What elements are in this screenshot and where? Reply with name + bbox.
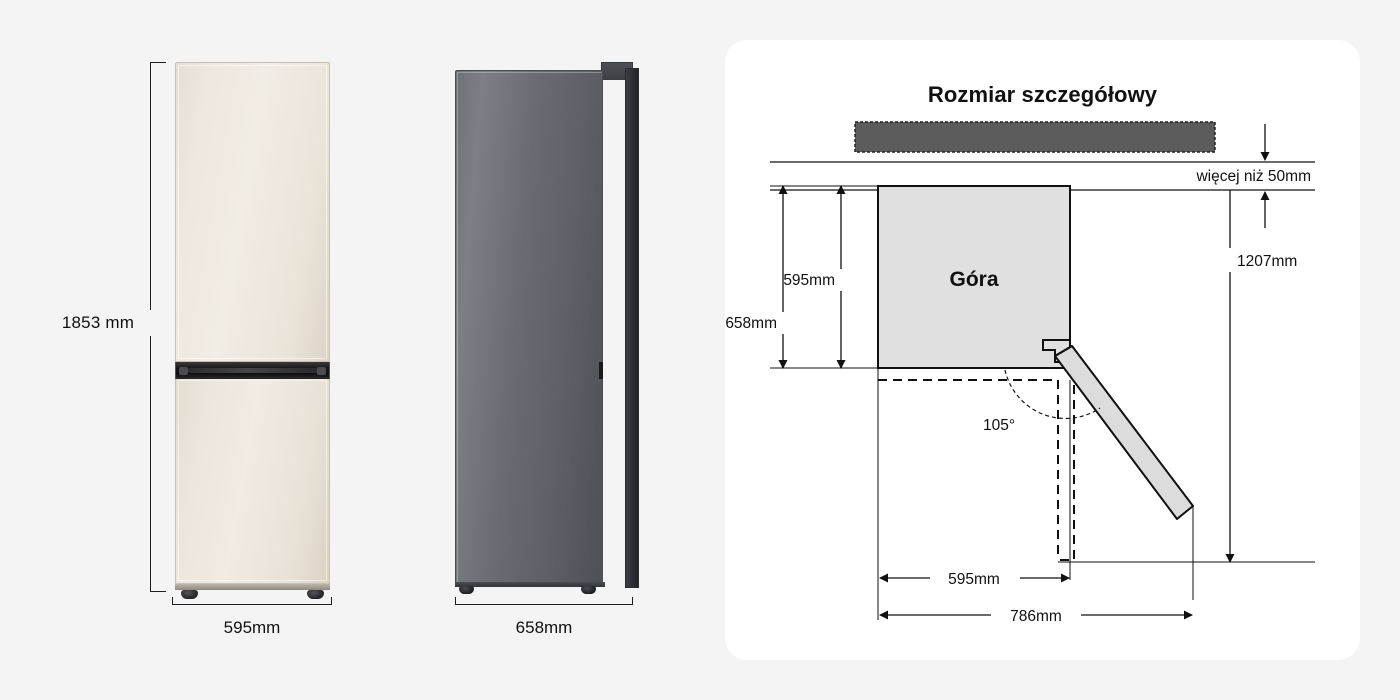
fridge-base <box>175 584 330 590</box>
top-box-label-text: Góra <box>949 268 998 291</box>
front-view-group: 1853 mm 595mm <box>0 0 400 700</box>
side-depth-dimension-line <box>455 597 633 605</box>
detail-size-card: Rozmiar szczegółowy <box>725 40 1360 660</box>
card-title: Rozmiar szczegółowy <box>927 82 1158 107</box>
fridge-foot-left <box>181 590 198 599</box>
depth-inner-label-text: 595mm <box>783 272 835 289</box>
svg-text:595mm: 595mm <box>948 571 1000 588</box>
fridge-handle-strip <box>175 362 330 379</box>
front-width-dimension-line <box>172 597 332 605</box>
top-view-diagram: więcej niż 50mm Góra 658mm 595mm <box>725 40 1360 660</box>
side-foot-left <box>459 586 474 594</box>
handle-right-cap <box>317 367 326 375</box>
width-total-label-text: 786mm <box>1010 608 1062 625</box>
front-width-dimension-label: 595mm <box>223 618 281 637</box>
refrigerator-front-image <box>175 62 330 599</box>
side-back-panel <box>625 68 639 588</box>
height-dimension-label: 1853 mm <box>44 310 152 336</box>
door-open-depth-label-text: 1207mm <box>1237 253 1297 270</box>
side-foot-right <box>581 586 596 594</box>
depth-outer-label-text: 658mm <box>725 315 777 332</box>
side-door-seam <box>599 362 603 379</box>
side-base <box>455 582 605 587</box>
side-body-panel <box>455 70 603 585</box>
fridge-upper-door <box>175 62 330 362</box>
clearance-label-text: więcej niż 50mm <box>1195 168 1311 185</box>
handle-left-cap <box>179 367 188 375</box>
freezer-lower-door <box>175 379 330 584</box>
refrigerator-side-image <box>455 62 645 594</box>
side-depth-dimension-label: 658mm <box>515 618 573 637</box>
door-angle-label-text: 105° <box>983 417 1015 434</box>
fridge-foot-right <box>307 590 324 599</box>
